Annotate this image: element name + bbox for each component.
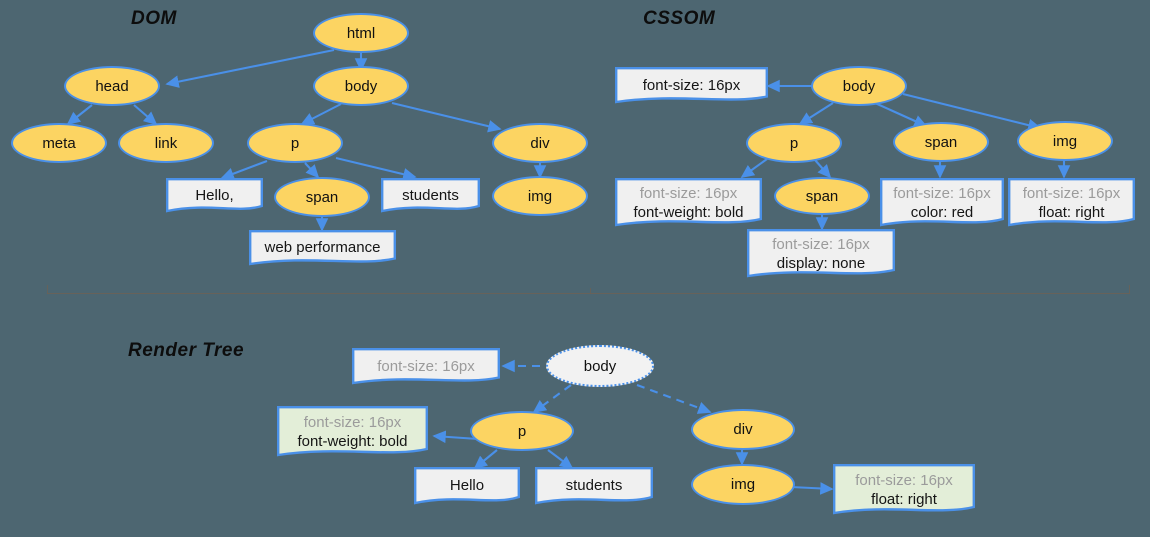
cssom-node-span[interactable]: span bbox=[893, 122, 989, 162]
node-label: p bbox=[789, 134, 799, 152]
box-line: web performance bbox=[264, 239, 381, 257]
box-line-1: font-size: 16px bbox=[303, 414, 402, 432]
box-line-2: float: right bbox=[871, 490, 937, 508]
node-label: span bbox=[305, 188, 339, 206]
render-node-p[interactable]: p bbox=[470, 411, 574, 451]
node-label: head bbox=[95, 77, 129, 95]
dom-node-span[interactable]: span bbox=[274, 177, 370, 217]
node-label: img bbox=[527, 187, 553, 205]
box-line: font-size: 16px bbox=[642, 76, 741, 94]
node-label: body bbox=[583, 357, 617, 375]
box-line: students bbox=[565, 477, 623, 495]
render-node-body[interactable]: body bbox=[546, 345, 654, 387]
section-divider bbox=[47, 293, 1130, 294]
node-label: link bbox=[154, 134, 178, 152]
node-label: body bbox=[842, 77, 876, 95]
cssom-style-img[interactable]: font-size: 16px float: right bbox=[1008, 178, 1135, 229]
render-text-hello[interactable]: Hello bbox=[414, 467, 520, 506]
dom-node-meta[interactable]: meta bbox=[11, 123, 107, 163]
box-line: Hello bbox=[449, 477, 485, 495]
render-text-students[interactable]: students bbox=[535, 467, 653, 506]
node-label: body bbox=[344, 77, 378, 95]
node-label: meta bbox=[42, 134, 76, 152]
node-label: p bbox=[517, 422, 527, 440]
cssom-style-p[interactable]: font-size: 16px font-weight: bold bbox=[615, 178, 762, 229]
render-style-p[interactable]: font-size: 16px font-weight: bold bbox=[277, 406, 428, 459]
dom-node-p[interactable]: p bbox=[247, 123, 343, 163]
dom-node-img[interactable]: img bbox=[492, 176, 588, 216]
cssom-node-body[interactable]: body bbox=[811, 66, 907, 106]
cssom-style-span-inner[interactable]: font-size: 16px display: none bbox=[747, 229, 895, 280]
box-line: font-size: 16px bbox=[377, 357, 475, 375]
section-title-render-tree: Render Tree bbox=[128, 340, 245, 361]
box-line-2: float: right bbox=[1038, 203, 1105, 221]
box-line-1: font-size: 16px bbox=[1022, 185, 1121, 203]
dom-node-link[interactable]: link bbox=[118, 123, 214, 163]
node-label: img bbox=[1052, 132, 1078, 150]
box-line: students bbox=[402, 186, 459, 204]
render-node-img[interactable]: img bbox=[691, 464, 795, 505]
cssom-node-p[interactable]: p bbox=[746, 123, 842, 163]
section-title-dom: DOM bbox=[131, 8, 177, 29]
node-label: p bbox=[290, 134, 300, 152]
dom-text-web-performance[interactable]: web performance bbox=[249, 230, 396, 267]
dom-node-html[interactable]: html bbox=[313, 13, 409, 53]
node-label: span bbox=[805, 187, 839, 205]
divider-tick-left bbox=[47, 285, 48, 294]
node-label: img bbox=[730, 476, 756, 493]
box-line-2: display: none bbox=[776, 254, 866, 272]
node-label: span bbox=[924, 133, 958, 151]
node-label: html bbox=[346, 24, 376, 42]
divider-tick-right bbox=[1129, 285, 1130, 294]
node-label: div bbox=[530, 134, 550, 152]
cssom-style-body[interactable]: font-size: 16px bbox=[615, 67, 768, 105]
cssom-node-span-inner[interactable]: span bbox=[774, 177, 870, 215]
render-style-img[interactable]: font-size: 16px float: right bbox=[833, 464, 975, 517]
render-style-body[interactable]: font-size: 16px bbox=[352, 348, 500, 386]
box-line-1: font-size: 16px bbox=[893, 185, 991, 203]
dom-node-body[interactable]: body bbox=[313, 66, 409, 106]
dom-text-hello[interactable]: Hello, bbox=[166, 178, 263, 214]
render-node-div[interactable]: div bbox=[691, 409, 795, 450]
box-line-1: font-size: 16px bbox=[772, 236, 870, 254]
dom-node-head[interactable]: head bbox=[64, 66, 160, 106]
box-line-1: font-size: 16px bbox=[855, 472, 953, 490]
divider-tick-center bbox=[590, 288, 591, 294]
box-line-2: color: red bbox=[910, 203, 974, 221]
cssom-style-span[interactable]: font-size: 16px color: red bbox=[880, 178, 1004, 229]
box-line-2: font-weight: bold bbox=[633, 203, 744, 221]
dom-text-students[interactable]: students bbox=[381, 178, 480, 214]
box-line-2: font-weight: bold bbox=[297, 432, 408, 450]
node-label: div bbox=[733, 421, 753, 438]
cssom-node-img[interactable]: img bbox=[1017, 121, 1113, 161]
section-title-cssom: CSSOM bbox=[643, 8, 716, 29]
box-line-1: font-size: 16px bbox=[639, 185, 738, 203]
box-line: Hello, bbox=[195, 186, 234, 204]
dom-node-div[interactable]: div bbox=[492, 123, 588, 163]
